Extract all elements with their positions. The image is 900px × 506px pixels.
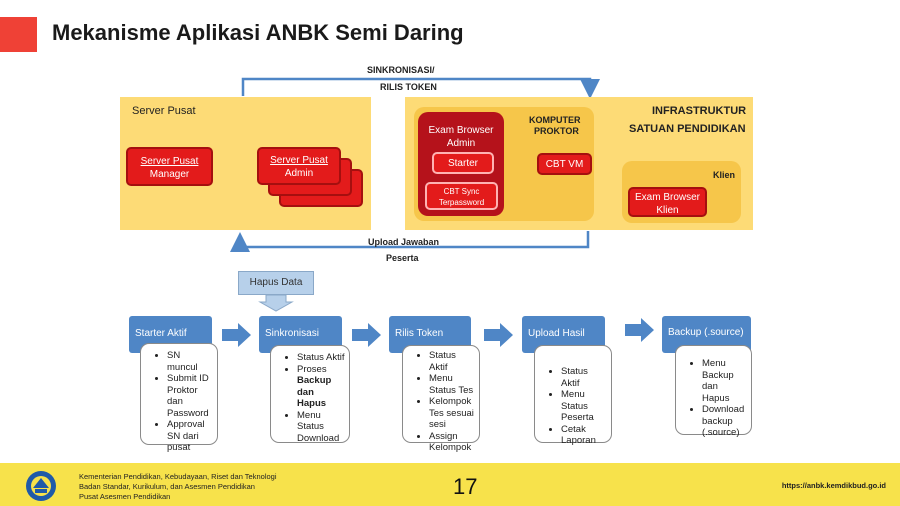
flow-head-label: Rilis Token [395,328,444,339]
list-item-bold: Backup dan Hapus [297,375,332,409]
upload-label-2: Peserta [386,253,419,263]
list-item: Menu Status Download [297,410,345,445]
sync-label-1: SINKRONISASI/ [367,65,435,75]
flow-arrow-1 [222,323,251,347]
flow-head-label: Backup (.source) [668,327,744,338]
footer-line-3: Pusat Asesmen Pendidikan [79,492,171,501]
flow-head-label: Starter Aktif [135,328,187,339]
hapus-data-box: Hapus Data [238,271,314,295]
exam-klien-line-1: Exam Browser [634,192,700,203]
flow-arrow-4 [625,318,654,342]
upload-arrow [230,231,590,252]
flow-list-starter: SN muncul Submit ID Proktor dan Password… [140,343,218,453]
cbt-vm-box: CBT VM [537,153,592,175]
ministry-logo-icon [26,471,56,501]
flow-head-label: Sinkronisasi [265,328,319,339]
admin-line-2: Admin [284,168,314,179]
infra-title-1: INFRASTRUKTUR [652,105,747,117]
footer-line-2: Badan Standar, Kurikulum, dan Asesmen Pe… [79,482,255,491]
list-item: Status Aktif [561,366,607,389]
exam-admin-line-1: Exam Browser [428,125,494,136]
footer-institution: Kementerian Pendidikan, Kebudayaan, Rise… [79,472,277,502]
footer-url[interactable]: https://anbk.kemdikbud.go.id [781,481,886,490]
exam-admin-line-2: Admin [446,138,476,149]
flow-head-label: Upload Hasil [528,328,585,339]
exam-klien-line-2: Klien [656,205,679,216]
list-item: Menu Backup dan Hapus [702,358,747,404]
komputer-label-1: KOMPUTER [529,115,581,125]
starter-box: Starter [432,152,494,174]
list-item: Menu Status Peserta [561,389,607,424]
admin-line-1: Server Pusat [270,155,328,166]
slide-title: Mekanisme Aplikasi ANBK Semi Daring [52,20,464,45]
cbt-sync-line-2: Terpassword [438,198,485,207]
footer-line-1: Kementerian Pendidikan, Kebudayaan, Rise… [79,472,277,481]
list-item: Kelompok Tes sesuai sesi [429,396,475,431]
flow-arrow-2 [352,323,381,347]
hapus-arrow-shape [258,294,294,312]
komputer-label-2: PROKTOR [534,126,579,136]
manager-line-2: Manager [149,169,190,180]
sync-arrow [241,77,600,99]
list-item: Submit ID Proktor dan Password [167,373,213,419]
exam-browser-klien-box: Exam Browser Klien [628,187,707,217]
flow-arrow-3 [484,323,513,347]
list-item: Approval SN dari pusat [167,419,213,454]
flow-list-backup: Menu Backup dan Hapus Download backup (.… [675,345,752,438]
list-item: SN muncul [167,350,213,373]
list-item: Assign Kelompok [429,431,475,454]
server-pusat-title: Server Pusat [132,105,196,117]
list-item: Cetak Laporan [561,424,607,447]
manager-line-1: Server Pusat [140,156,199,167]
cbt-sync-box: CBT Sync Terpassword [425,182,498,210]
server-pusat-manager-box: Server Pusat Manager [126,147,213,186]
hapus-data-label: Hapus Data [249,277,303,288]
list-item: Status Aktif [297,352,345,364]
starter-label: Starter [447,158,478,169]
page-number: 17 [453,474,478,499]
cbt-sync-line-1: CBT Sync [443,187,480,196]
flow-list-upload-hasil: Status Aktif Menu Status Peserta Cetak L… [534,345,612,446]
footer-bar [0,463,900,506]
exam-admin-label: Exam Browser Admin [418,124,504,150]
upload-label-1: Upload Jawaban [368,237,440,247]
cbt-vm-label: CBT VM [545,159,584,170]
klien-label: Klien [713,170,736,180]
flow-list-rilis-token: Status Aktif Menu Status Tes Kelompok Te… [402,345,480,453]
list-item: Menu Status Tes [429,373,475,396]
list-item-text: Proses [297,363,327,375]
title-accent-bar [0,17,37,52]
list-item: Download backup (.source) [702,404,747,439]
infra-title-2: SATUAN PENDIDIKAN [629,123,746,135]
list-item: Status Aktif [429,350,475,373]
server-pusat-admin-box: Server Pusat Admin [257,147,341,185]
sync-label-2: RILIS TOKEN [380,82,437,92]
